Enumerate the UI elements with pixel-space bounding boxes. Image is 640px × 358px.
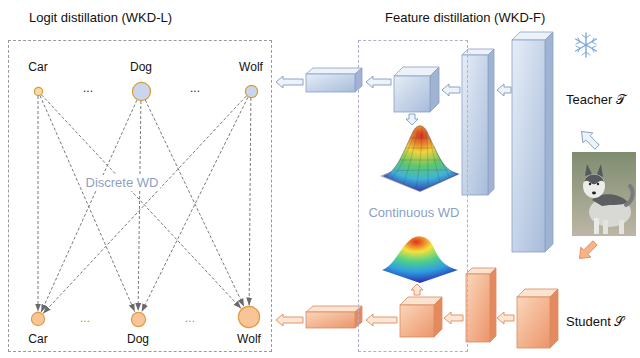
surface-mesh [394, 138, 448, 171]
flow-arrow [366, 76, 391, 88]
transport-arrow [41, 95, 241, 309]
class-label: Wolf [239, 60, 263, 74]
ellipsis: ... [80, 311, 90, 325]
flow-arrow [276, 314, 303, 326]
ellipsis: ... [185, 311, 195, 325]
input-photo [594, 218, 599, 234]
ellipsis: ... [83, 81, 93, 95]
surface-plot [382, 236, 458, 283]
model-label: Student 𝒮 [566, 314, 624, 330]
frozen-icon [576, 35, 596, 55]
input-arrow [575, 238, 600, 263]
class-node: Wolf [239, 307, 259, 327]
student-layer [517, 297, 550, 348]
input-arrow [575, 238, 600, 263]
transport-arrow [249, 98, 251, 306]
input-photo [626, 186, 633, 205]
student-layer [306, 306, 362, 312]
input-photo [597, 164, 603, 177]
model-label: Teacher 𝒯 [566, 92, 626, 108]
student-layer [306, 312, 355, 328]
input-photo [572, 152, 636, 236]
section-heading: Logit distillation (WKD-L) [29, 10, 172, 26]
surface-mesh [392, 128, 450, 188]
frozen-icon [576, 39, 597, 51]
flow-arrow [442, 84, 460, 96]
student-layer [466, 274, 490, 342]
flow-arrow [497, 312, 514, 324]
class-label: Wolf [237, 332, 261, 346]
flow-arrow [411, 284, 423, 295]
student-layer [550, 289, 558, 348]
teacher-layer [488, 49, 494, 195]
flow-arrow [276, 76, 303, 88]
input-arrow [577, 127, 602, 152]
frozen-icon [576, 39, 597, 51]
class-label: Car [28, 332, 47, 346]
flow-arrow [406, 114, 418, 125]
teacher-layer [306, 68, 362, 74]
student-layer [490, 268, 496, 342]
input-photo [592, 192, 596, 195]
ellipsis: ... [190, 81, 200, 95]
input-photo [585, 164, 592, 176]
section-heading: Feature distillation (WKD-F) [385, 10, 545, 26]
transport-arrow [142, 97, 248, 311]
input-photo [597, 183, 599, 185]
class-label: Dog [127, 332, 149, 346]
transport-arrow [38, 96, 39, 312]
frozen-icon [576, 33, 597, 57]
transport-arrow [145, 100, 244, 307]
student-layer [400, 305, 434, 337]
flow-arrow [444, 312, 463, 324]
distance-label: Continuous WD [366, 205, 461, 221]
class-node: Wolf [246, 86, 257, 97]
transport-arrow [40, 96, 135, 312]
distance-label: Discrete WD [84, 175, 161, 191]
class-node: Car [35, 88, 42, 95]
teacher-layer [430, 67, 439, 112]
flow-arrow [497, 84, 511, 96]
input-photo [603, 220, 608, 234]
teacher-layer [306, 74, 355, 92]
class-node: Dog [133, 83, 150, 100]
teacher-layer [394, 76, 430, 112]
flow-arrow [366, 314, 397, 326]
logit-region: Logit distillation (WKD-L)CarDogWolfCarD… [8, 40, 272, 352]
transport-arrow [138, 101, 141, 311]
class-node: Dog [132, 313, 145, 326]
class-node: Car [32, 313, 44, 325]
input-photo [619, 220, 624, 234]
teacher-layer [545, 32, 553, 252]
teacher-layer [462, 55, 488, 195]
student-layer [434, 297, 442, 337]
transport-arrow [43, 96, 246, 313]
class-label: Dog [130, 60, 152, 74]
input-arrow [577, 127, 602, 152]
input-photo [583, 174, 605, 198]
class-label: Car [28, 60, 47, 74]
surface-plot [384, 126, 458, 191]
input-photo [589, 183, 591, 185]
feature-region: Feature distillation (WKD-F) [358, 40, 468, 352]
teacher-layer [512, 40, 545, 252]
transport-arrow [41, 100, 137, 312]
